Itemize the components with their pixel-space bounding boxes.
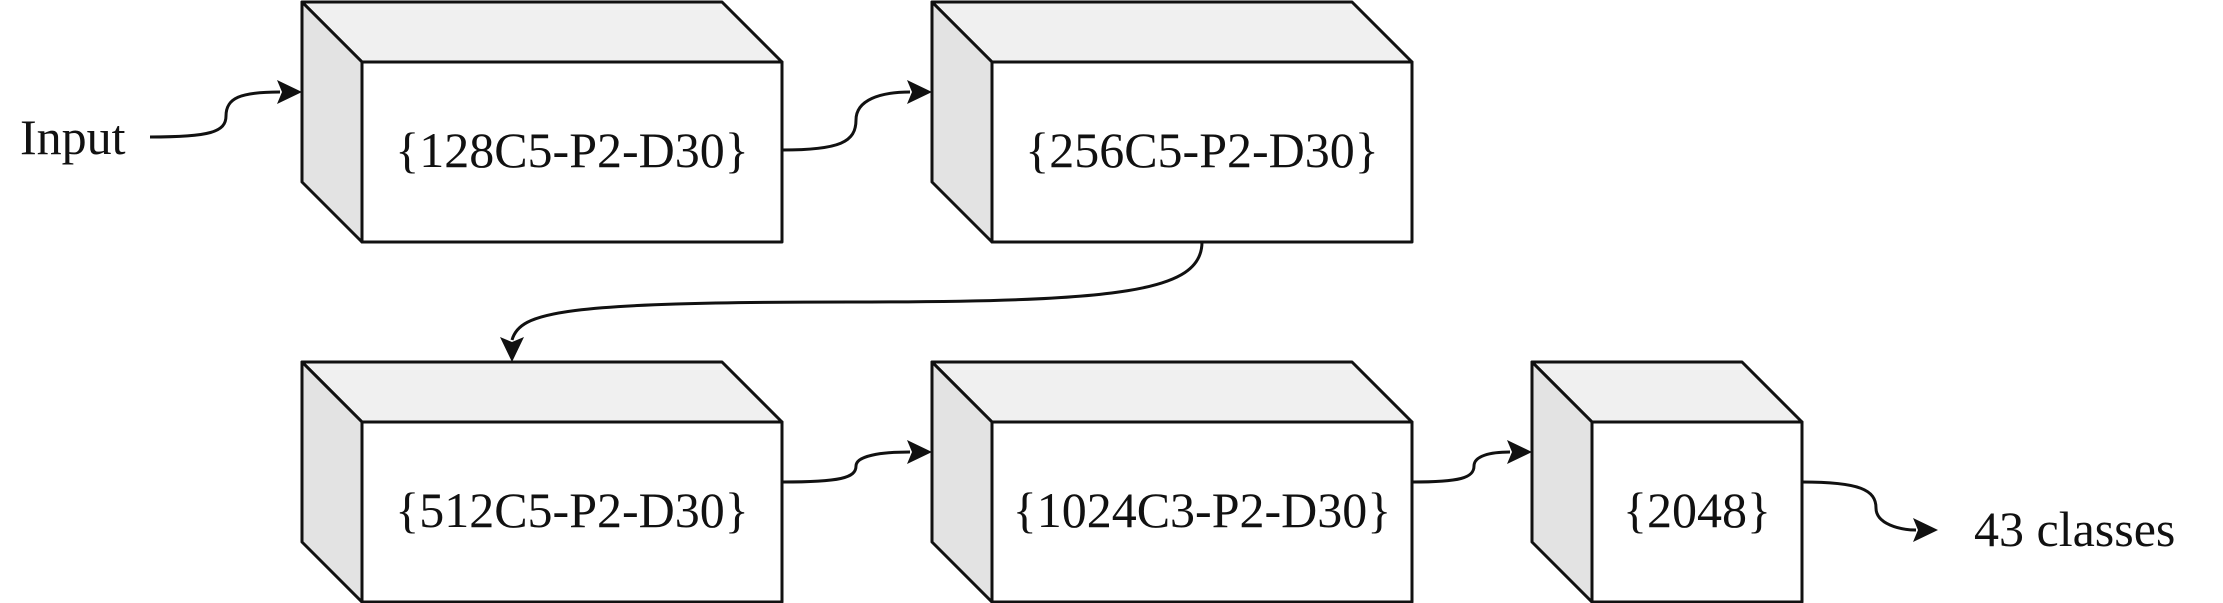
block-conv4-front-face bbox=[990, 420, 1414, 603]
block-conv3: {512C5-P2-D30} bbox=[300, 360, 784, 603]
connector-line bbox=[149, 90, 281, 139]
block-conv3-front-face bbox=[360, 420, 784, 603]
block-dense: {2048} bbox=[1530, 360, 1804, 603]
connector-conv2-to-conv3 bbox=[500, 241, 1204, 362]
output-label: 43 classes bbox=[1974, 501, 2175, 557]
block-conv1-top-face bbox=[300, 0, 784, 64]
block-conv2-label: {256C5-P2-D30} bbox=[1025, 122, 1379, 178]
arrowhead-icon bbox=[907, 80, 932, 104]
connector-conv4-to-dense bbox=[1411, 440, 1532, 484]
connector-conv3-to-conv4 bbox=[781, 440, 932, 484]
input-label: Input bbox=[20, 109, 126, 165]
block-conv3-top-face bbox=[300, 360, 784, 424]
connector-line bbox=[1801, 480, 1917, 532]
block-conv1: {128C5-P2-D30} bbox=[300, 0, 784, 244]
arrowhead-icon bbox=[277, 80, 302, 104]
arrowhead-icon bbox=[1913, 518, 1938, 542]
block-conv1-label: {128C5-P2-D30} bbox=[395, 122, 749, 178]
block-conv4: {1024C3-P2-D30} bbox=[930, 360, 1414, 603]
connector-line bbox=[1411, 450, 1511, 484]
connector-line bbox=[781, 450, 911, 484]
connector-dense-to-output bbox=[1801, 480, 1938, 542]
block-dense-front-face bbox=[1590, 420, 1804, 603]
connector-input-to-conv1 bbox=[149, 80, 302, 139]
connector-conv1-to-conv2 bbox=[781, 80, 932, 152]
block-conv2-top-face bbox=[930, 0, 1414, 64]
arrowhead-icon bbox=[907, 440, 932, 464]
block-dense-label: {2048} bbox=[1623, 482, 1771, 538]
block-conv1-front-face bbox=[360, 60, 784, 244]
arrowhead-icon bbox=[1507, 440, 1532, 464]
block-conv2: {256C5-P2-D30} bbox=[930, 0, 1414, 244]
block-conv4-label: {1024C3-P2-D30} bbox=[1013, 482, 1392, 538]
arrowhead-icon bbox=[500, 337, 524, 362]
block-conv3-label: {512C5-P2-D30} bbox=[395, 482, 749, 538]
block-conv4-top-face bbox=[930, 360, 1414, 424]
connector-line bbox=[781, 90, 911, 152]
connector-line bbox=[510, 241, 1204, 341]
